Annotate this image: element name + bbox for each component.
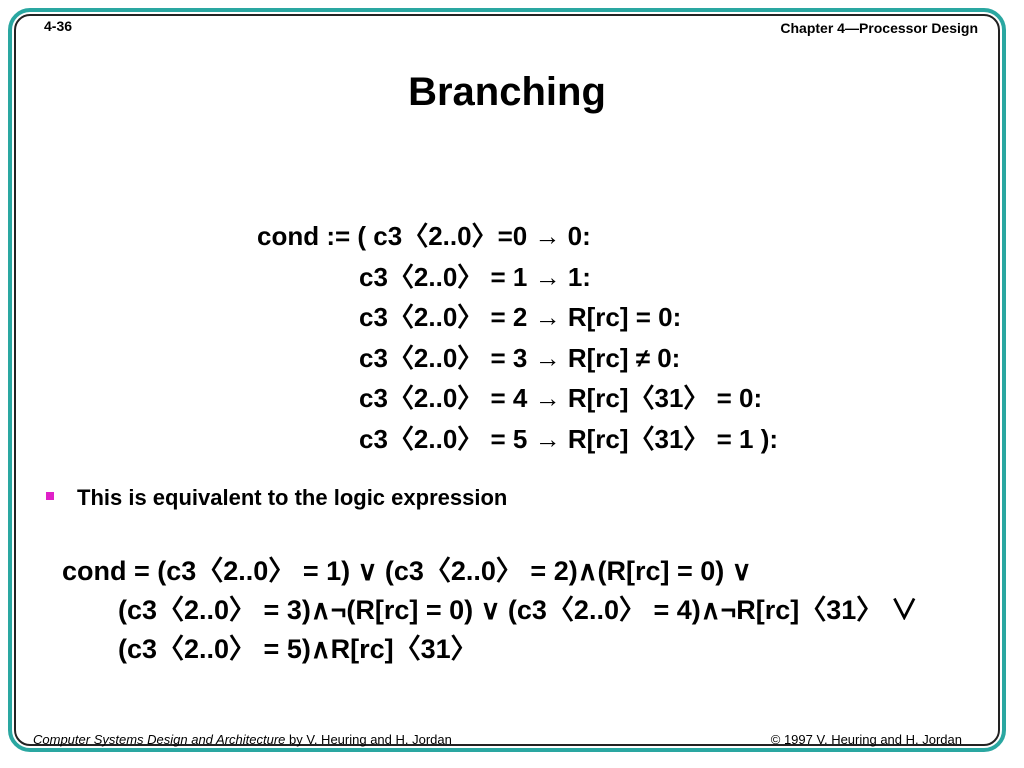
expression-line: (c3〈2..0〉 = 3)∧¬(R[rc] = 0) ∨ (c3〈2..0〉 … <box>118 595 918 625</box>
slide-frame-outer <box>8 8 1006 752</box>
footer-copyright: © 1997 V. Heuring and H. Jordan <box>770 732 962 747</box>
bullet-square-icon <box>46 492 54 501</box>
expression-line: (c3〈2..0〉 = 5)∧R[rc]〈31〉 <box>118 634 478 664</box>
book-authors: by V. Heuring and H. Jordan <box>285 732 452 747</box>
book-title: Computer Systems Design and Architecture <box>33 732 286 747</box>
cond-line: c3〈2..0〉 = 5 → R[rc]〈31〉 = 1 ): <box>359 423 779 454</box>
cond-line: cond := ( c3〈2..0〉=0 → 0: <box>257 221 591 251</box>
slide-title: Branching <box>408 70 606 114</box>
slide-frame-inner <box>14 14 1000 746</box>
cond-line: c3〈2..0〉 = 1 → 1: <box>359 261 591 292</box>
bullet-text: This is equivalent to the logic expressi… <box>77 485 508 510</box>
cond-line: c3〈2..0〉 = 4 → R[rc]〈31〉 = 0: <box>359 383 763 413</box>
slide-number: 4-36 <box>44 18 73 34</box>
cond-line: c3〈2..0〉 = 2 → R[rc] = 0: <box>359 302 682 332</box>
chapter-heading: Chapter 4—Processor Design <box>780 20 978 36</box>
footer-citation: Computer Systems Design and Architecture… <box>33 732 452 747</box>
cond-line: c3〈2..0〉 = 3 → R[rc] ≠ 0: <box>359 342 681 373</box>
logic-expression: cond = (c3〈2..0〉 = 1) ∨ (c3〈2..0〉 = 2)∧(… <box>62 552 918 669</box>
bullet-item: This is equivalent to the logic expressi… <box>46 485 507 511</box>
cond-definition: cond := ( c3〈2..0〉=0 → 0: c3〈2..0〉 = 1 →… <box>257 216 778 459</box>
expression-line: cond = (c3〈2..0〉 = 1) ∨ (c3〈2..0〉 = 2)∧(… <box>62 556 752 586</box>
